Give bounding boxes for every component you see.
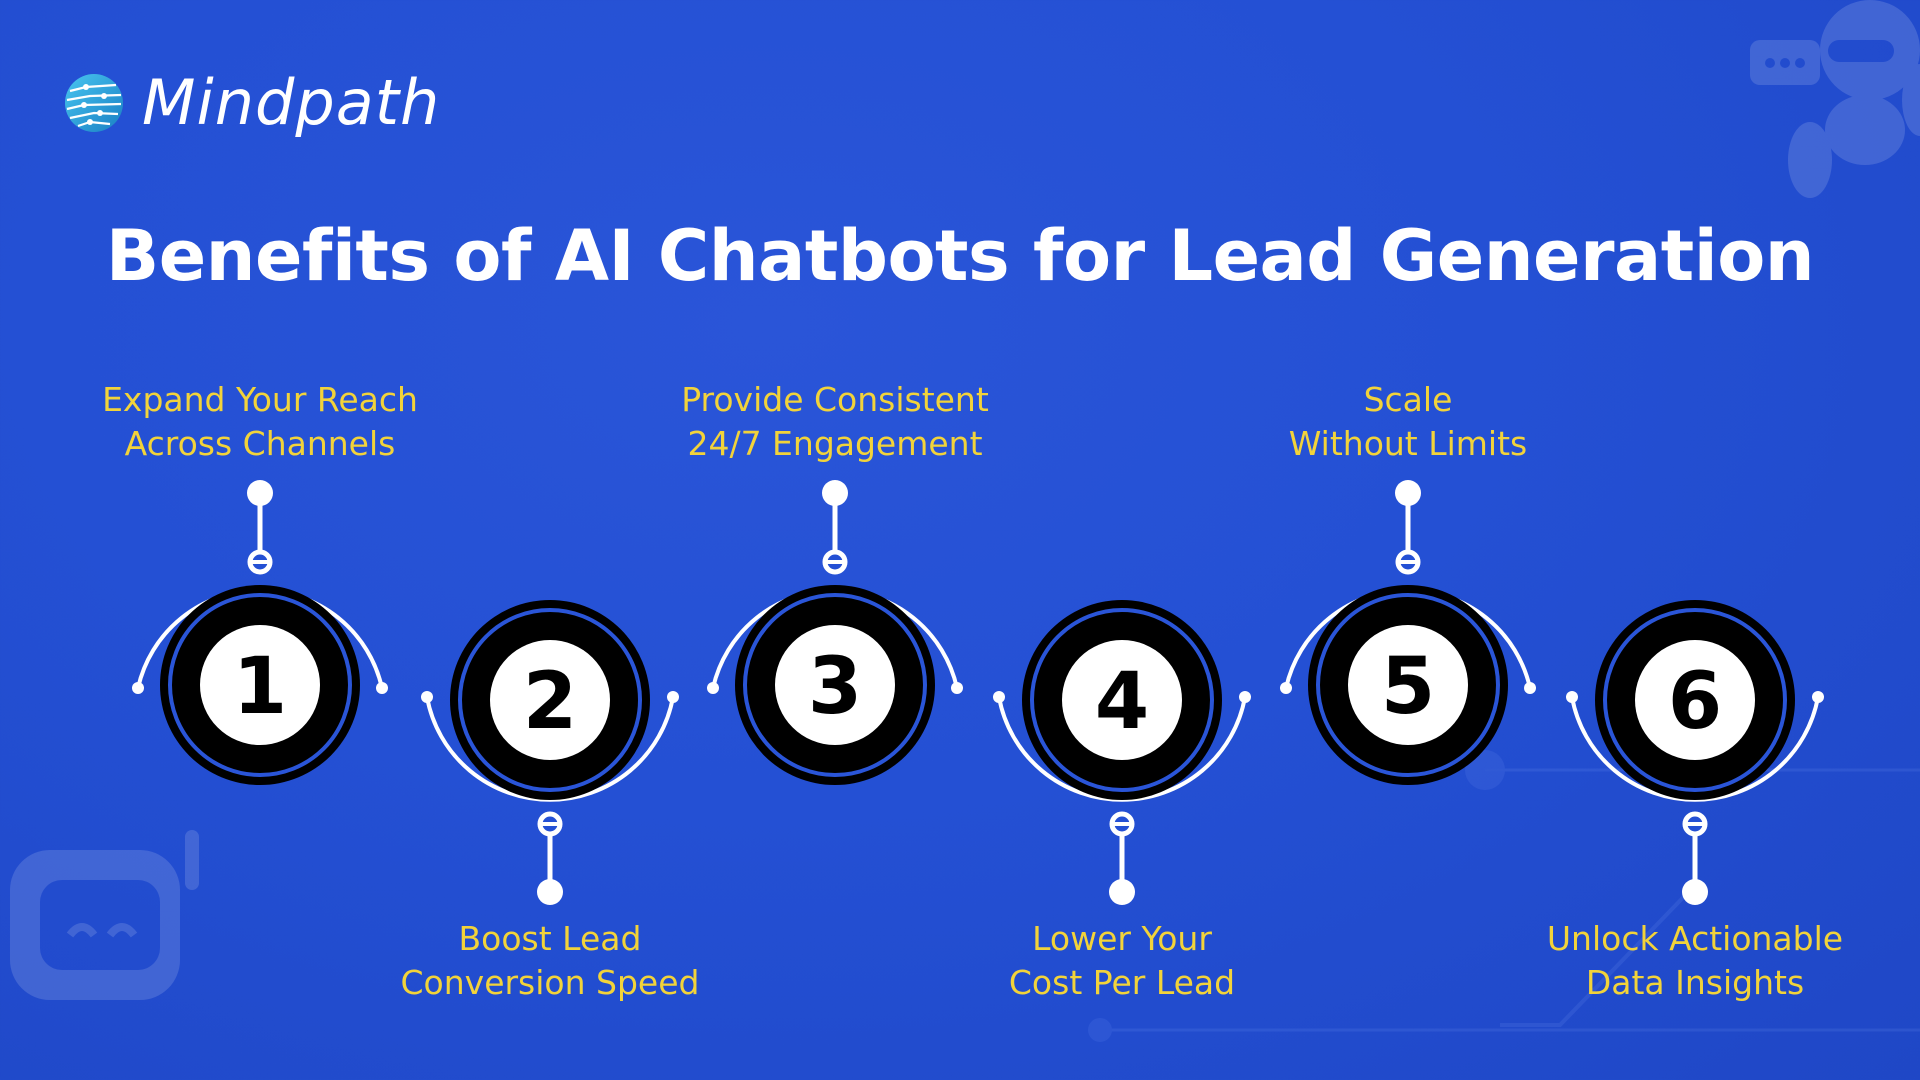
step-2-label: Boost Lead Conversion Speed bbox=[400, 919, 700, 1002]
globe-circuit-icon bbox=[65, 74, 123, 132]
step-3-label: Provide Consistent 24/7 Engagement bbox=[681, 380, 989, 463]
step-4-label: Lower Your Cost Per Lead bbox=[1008, 919, 1236, 1002]
step-4-number: 4 bbox=[1095, 657, 1149, 747]
brand-name: Mindpath bbox=[142, 66, 441, 139]
step-5-label: Scale Without Limits bbox=[1288, 380, 1528, 463]
step-5-node bbox=[1280, 480, 1536, 787]
robot-face-icon bbox=[10, 830, 199, 1000]
step-1-number: 1 bbox=[233, 642, 287, 732]
step-2-number: 2 bbox=[523, 657, 577, 747]
step-2-node bbox=[421, 598, 679, 905]
step-6-label: Unlock Actionable Data Insights bbox=[1546, 919, 1844, 1002]
page-title: Benefits of AI Chatbots for Lead Generat… bbox=[105, 215, 1815, 297]
step-1-label: Expand Your Reach Across Channels bbox=[102, 380, 418, 463]
step-6-node bbox=[1566, 598, 1824, 905]
step-5-number: 5 bbox=[1381, 642, 1435, 732]
step-3-number: 3 bbox=[808, 642, 862, 732]
step-4-node bbox=[993, 598, 1251, 905]
step-6-number: 6 bbox=[1668, 657, 1722, 747]
step-3-node bbox=[707, 480, 963, 787]
robot-chat-icon bbox=[1750, 0, 1920, 198]
brand-logo: Mindpath bbox=[64, 72, 440, 134]
step-1-node bbox=[132, 480, 388, 787]
